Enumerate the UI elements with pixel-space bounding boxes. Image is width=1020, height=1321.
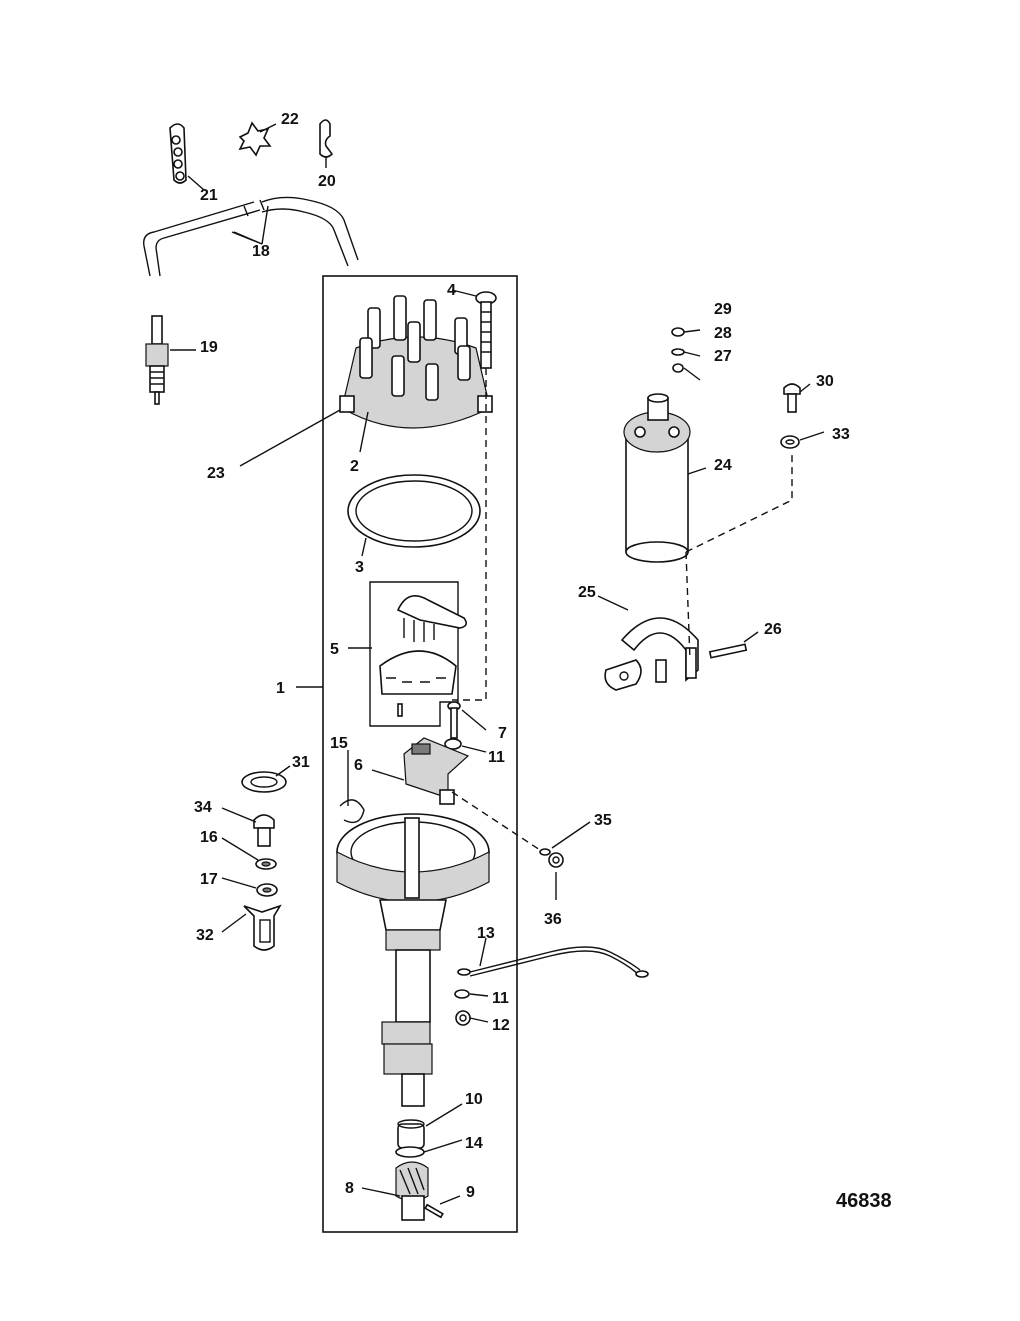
callout-22: 22 [281,111,299,128]
cap-screw-4 [475,291,497,369]
callout-3: 3 [355,559,364,576]
callout-24: 24 [714,457,732,474]
callout-33: 33 [832,426,850,443]
washer-11-lower [454,989,470,999]
callout-11-upper: 11 [488,749,505,766]
rotor-kit-5 [369,581,468,727]
callout-16: 16 [200,829,218,846]
distributor-assembly-frame [322,275,518,1233]
bracket-32 [243,904,282,951]
callout-2: 2 [350,458,359,475]
cap-gasket-3 [347,474,481,548]
callout-23: 23 [207,465,225,482]
callout-17: 17 [200,871,218,888]
callout-30: 30 [816,373,834,390]
callout-5: 5 [330,641,339,658]
distributor-housing [336,813,490,1107]
roll-pin-9 [424,1203,444,1219]
callout-4: 4 [447,282,456,299]
spark-plug-lead-18 [143,196,359,277]
drive-gear-8 [395,1161,429,1221]
nut-27 [672,363,684,373]
washer-35 [539,848,551,856]
callout-21: 21 [200,187,218,204]
callout-26: 26 [764,621,782,638]
callout-25: 25 [578,584,596,601]
washer-33 [780,435,800,449]
distributor-cap-2 [339,295,493,429]
bolt-30 [783,383,801,413]
callout-18: 18 [252,243,270,260]
module-screw-7 [447,701,461,739]
washer-16 [255,858,277,870]
callout-32: 32 [196,927,214,944]
washer-28 [671,348,685,356]
callout-36: 36 [544,911,562,928]
ignition-coil-24 [623,393,691,563]
callout-7: 7 [498,725,507,742]
nut-12 [455,1010,471,1026]
wire-loom-separator-21 [169,123,187,184]
callout-19: 19 [200,339,218,356]
callout-13: 13 [477,925,495,942]
callout-35: 35 [594,812,612,829]
coil-bracket-25 [604,617,699,691]
callout-31: 31 [292,754,310,771]
ignition-module-6 [403,737,470,805]
callout-29: 29 [714,301,732,318]
figure-number: 46838 [836,1190,892,1212]
washer-11-upper [444,738,462,750]
bolt-34 [253,814,275,847]
nut-36 [548,852,564,868]
callout-8: 8 [345,1180,354,1197]
ground-wire-13 [457,946,649,978]
washer-31 [241,771,287,793]
callout-10: 10 [465,1091,483,1108]
thrust-washer-14 [395,1146,425,1158]
callout-9: 9 [466,1184,475,1201]
callout-11-lower: 11 [492,990,509,1007]
clip-20 [319,119,334,158]
callout-34: 34 [194,799,212,816]
callout-28: 28 [714,325,732,342]
screw-26 [708,643,748,659]
nut-29 [671,327,685,337]
callout-14: 14 [465,1135,483,1152]
spark-plug-19 [145,315,169,405]
callout-15: 15 [330,735,348,752]
callout-27: 27 [714,348,732,365]
callout-1: 1 [276,680,285,697]
nut-17 [256,883,278,897]
spring-clip-15 [339,799,365,824]
retainer-22 [238,121,272,157]
callout-20: 20 [318,173,336,190]
spacer-10 [397,1119,425,1149]
callout-6: 6 [354,757,363,774]
callout-12: 12 [492,1017,510,1034]
